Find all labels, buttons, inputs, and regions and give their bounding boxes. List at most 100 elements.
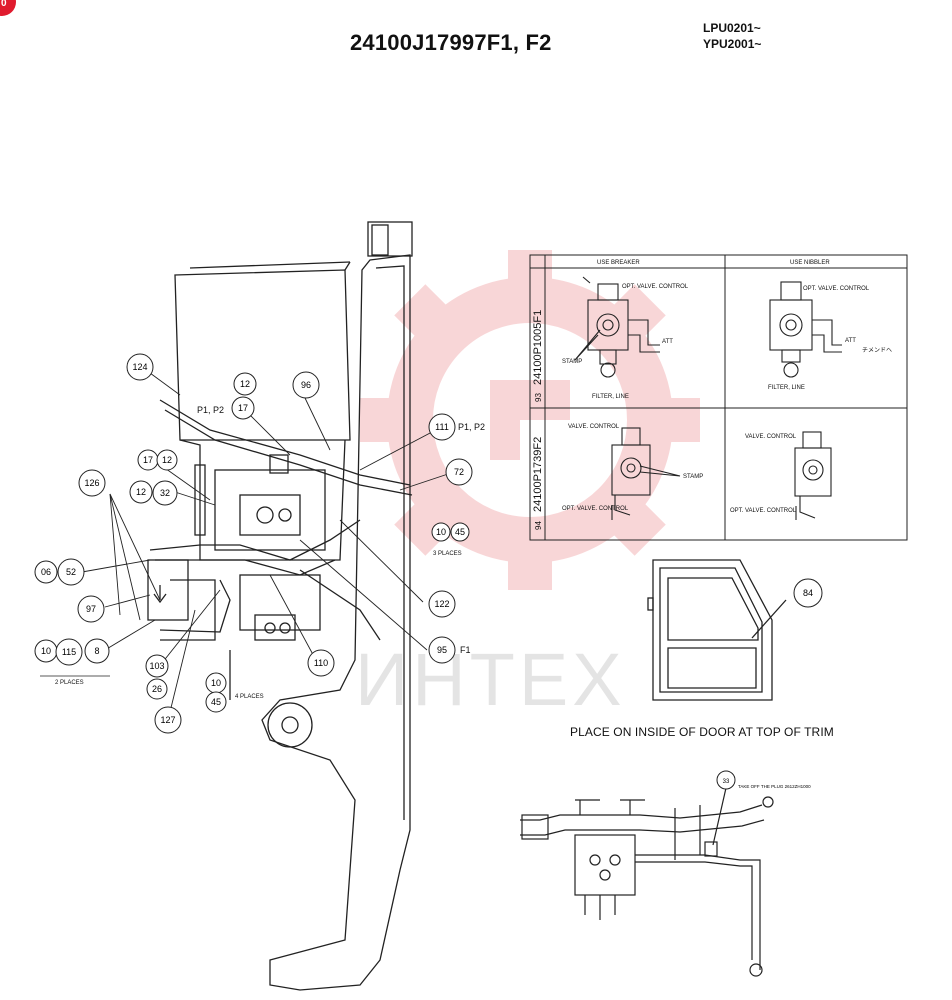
- callout-label: 10: [41, 646, 51, 656]
- callout-bubble: 32: [152, 480, 178, 506]
- r1c1-filter-line: FILTER, LINE: [592, 394, 629, 400]
- door-callout: 84: [793, 578, 823, 608]
- label-f1: F1: [460, 645, 471, 655]
- callouts-main: 124 12 96 17 111 126 17 12 72 12 32 10 4…: [34, 353, 473, 734]
- callout-label: 17: [238, 403, 248, 413]
- r1c1-stamp: STAMP: [562, 359, 582, 365]
- bottom-callout-label: 33: [723, 779, 730, 785]
- r1c2-att: ATT: [845, 338, 856, 344]
- callout-label: 12: [136, 487, 146, 497]
- r2c1-valve-control: VALVE. CONTROL: [568, 424, 620, 430]
- callout-bubble: 103: [145, 654, 169, 678]
- callout-label: 10: [436, 527, 446, 537]
- callout-label: 45: [211, 697, 221, 707]
- bottom-callout: 33 TAKE OFF THE PLUG 2612ZH1000: [716, 770, 811, 790]
- callout-label: 97: [86, 604, 96, 614]
- label-two-places: 2 PLACES: [55, 680, 84, 686]
- watermark-text: ИНТЕХ: [355, 638, 626, 721]
- callout-label: 95: [437, 645, 447, 655]
- callout-bubble: 12: [129, 480, 153, 504]
- callout-bubble: 97: [77, 595, 105, 623]
- r1c1-att: ATT: [662, 339, 673, 345]
- label-p1p2-right: P1, P2: [458, 422, 485, 432]
- callout-bubble: 122: [428, 590, 456, 618]
- callout-label: 12: [240, 379, 250, 389]
- serial-range: LPU0201~ YPU2001~: [703, 20, 761, 52]
- callout-label: 32: [160, 488, 170, 498]
- door-placement-note: PLACE ON INSIDE OF DOOR AT TOP OF TRIM: [570, 725, 834, 739]
- page-title: 24100J17997F1, F2: [350, 30, 552, 55]
- callout-bubble: 10: [431, 522, 451, 542]
- col-use-breaker: USE BREAKER: [597, 260, 640, 266]
- callout-label: 124: [132, 362, 147, 372]
- callout-bubble: 45: [450, 522, 470, 542]
- callout-label: 17: [143, 455, 153, 465]
- door-sketch: [647, 559, 787, 701]
- callout-bubble: 127: [154, 706, 182, 734]
- callout-bubble: 10: [34, 639, 58, 663]
- option-table: [529, 254, 908, 541]
- machine-frame: [147, 221, 413, 991]
- callout-bubble: 111: [428, 413, 456, 441]
- callout-label: 110: [314, 658, 328, 668]
- callout-bubble: 126: [78, 469, 106, 497]
- callout-label: 127: [160, 715, 175, 725]
- row2-index: 94: [534, 521, 543, 530]
- callout-bubble: 72: [445, 458, 473, 486]
- callout-bubble: 124: [126, 353, 154, 381]
- row1-part-number: 24100P1005F1: [532, 310, 544, 385]
- callout-label: 122: [434, 599, 449, 609]
- callout-label: 111: [435, 422, 449, 432]
- callout-bubble: 12: [233, 372, 257, 396]
- callout-label: 103: [149, 661, 164, 671]
- col-use-nibbler: USE NIBBLER: [790, 260, 830, 266]
- r1c2-att-jp: チメンドヘ: [862, 347, 892, 354]
- callout-label: 12: [162, 455, 172, 465]
- callout-label: 115: [62, 647, 76, 657]
- callout-bubble: 17: [231, 396, 255, 420]
- callout-label: 06: [41, 567, 51, 577]
- callout-label: 45: [455, 527, 465, 537]
- callout-bubble: 115: [55, 638, 83, 666]
- callout-bubble: 95: [428, 636, 456, 664]
- leader-lines: [81, 372, 449, 721]
- r1c2-filter-line: FILTER, LINE: [768, 385, 805, 391]
- callout-bubble: 10: [205, 672, 227, 694]
- callout-label: 52: [66, 567, 76, 577]
- r2c1-stamp: STAMP: [683, 474, 703, 480]
- callout-label: 26: [152, 684, 162, 694]
- callout-bubble: 96: [292, 371, 320, 399]
- label-p1p2-left: P1, P2: [197, 405, 224, 415]
- row2-part-number: 24100P1739F2: [532, 437, 544, 512]
- r2c2-opt-valve: OPT. VALVE. CONTROL: [730, 508, 797, 514]
- serial-lpu: LPU0201~: [703, 21, 761, 35]
- option-table-text: USE BREAKER USE NIBBLER 24100P1005F1 93 …: [532, 260, 892, 530]
- r1c1-opt-valve: OPT. VALVE. CONTROL: [622, 284, 689, 290]
- r2c2-valve-control: VALVE. CONTROL: [745, 434, 797, 440]
- callout-bubble: 110: [307, 649, 335, 677]
- callout-bubble: 52: [57, 558, 85, 586]
- callout-label: 126: [84, 478, 99, 488]
- callout-label: 96: [301, 380, 311, 390]
- callout-bubble: 45: [205, 691, 227, 713]
- bottom-detail-note: TAKE OFF THE PLUG 2612ZH1000: [738, 784, 811, 789]
- callout-bubble: 12: [156, 449, 178, 471]
- label-four-places: 4 PLACES: [235, 694, 264, 700]
- callout-label: 72: [454, 467, 464, 477]
- valve-sketches: [574, 276, 842, 520]
- row1-index: 93: [534, 393, 543, 402]
- callout-bubble: 8: [84, 638, 110, 664]
- label-three-places: 3 PLACES: [433, 551, 462, 557]
- callout-bubble: 17: [137, 449, 159, 471]
- callout-label: 8: [94, 646, 99, 656]
- serial-ypu: YPU2001~: [703, 37, 762, 51]
- door-callout-label: 84: [803, 588, 813, 598]
- main-labels: P1, P2 P1, P2 F1 3 PLACES 2 PLACES 4 PLA…: [55, 405, 485, 700]
- callout-bubble: 06: [34, 560, 58, 584]
- corner-badge-label: 0: [1, 0, 7, 9]
- bottom-detail: [520, 787, 774, 977]
- callout-bubble: 26: [146, 678, 168, 700]
- callout-label: 10: [211, 678, 221, 688]
- r2c1-opt-valve: OPT. VALVE. CONTROL: [562, 506, 629, 512]
